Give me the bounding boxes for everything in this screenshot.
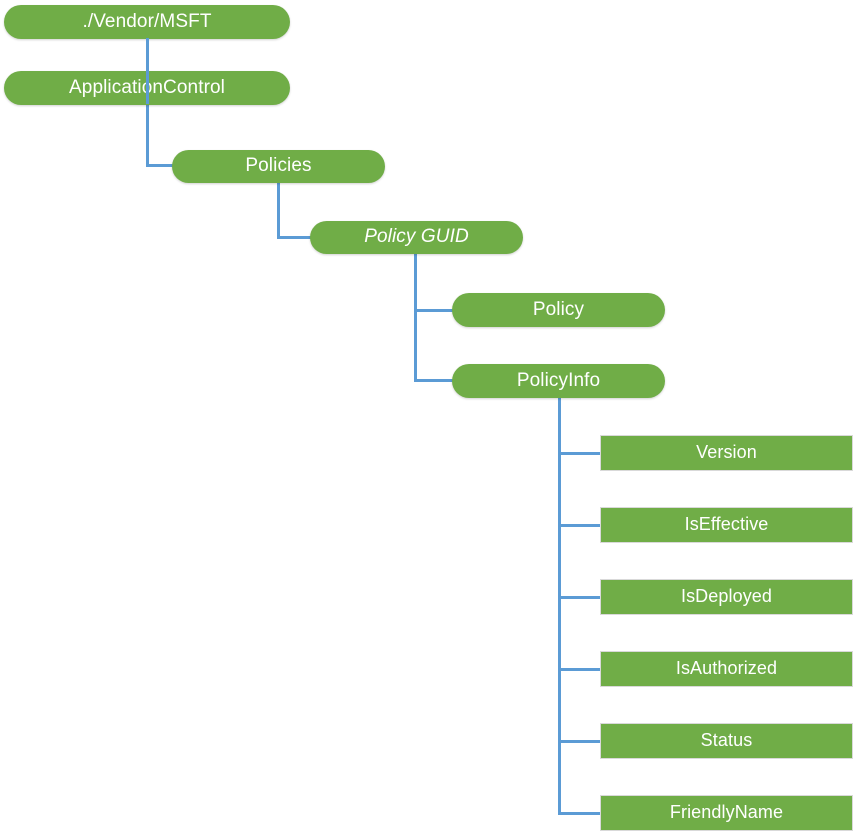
node-vendor-msft-label: ./Vendor/MSFT [82,10,212,32]
node-policy-guid[interactable]: Policy GUID [310,221,523,254]
node-is-effective[interactable]: IsEffective [600,507,853,543]
connector-policyinfo-to-status [558,740,608,743]
node-policy-info[interactable]: PolicyInfo [452,364,665,398]
connector-vendor-to-applicationcontrol [146,38,149,104]
node-policies[interactable]: Policies [172,150,385,183]
connector-applicationcontrol-to-policies-horizontal [146,164,191,167]
node-version-label: Version [696,442,757,462]
node-version[interactable]: Version [600,435,853,471]
node-vendor-msft[interactable]: ./Vendor/MSFT [4,5,290,39]
node-policy-guid-label: Policy GUID [364,226,469,247]
connector-policyinfo-to-isauthorized [558,668,608,671]
connector-policyinfo-to-isdeployed [558,596,608,599]
node-friendly-name-label: FriendlyName [669,802,784,822]
node-policies-label: Policies [245,155,312,176]
node-policy-label: Policy [532,298,585,320]
node-is-deployed-label: IsDeployed [680,586,773,606]
connector-policies-to-policyguid-horizontal [277,236,323,239]
connector-policyinfo-to-version [558,452,608,455]
connector-policyguid-trunk [414,252,417,382]
connector-policyinfo-to-friendlyname [558,812,608,815]
node-is-authorized-label: IsAuthorized [675,658,778,678]
node-friendly-name[interactable]: FriendlyName [600,795,853,831]
connector-policyinfo-to-iseffective [558,524,608,527]
node-policy[interactable]: Policy [452,293,665,327]
connector-policyguid-to-policyinfo [414,379,466,382]
node-is-deployed[interactable]: IsDeployed [600,579,853,615]
node-is-authorized[interactable]: IsAuthorized [600,651,853,687]
connector-policies-to-policyguid-vertical [277,180,280,238]
connector-policyinfo-trunk [558,396,561,814]
node-policy-info-label: PolicyInfo [516,369,601,391]
node-status[interactable]: Status [600,723,853,759]
connector-policyguid-to-policy [414,309,466,312]
connector-applicationcontrol-to-policies-vertical [146,104,149,167]
node-is-effective-label: IsEffective [684,514,769,534]
node-status-label: Status [700,730,753,750]
